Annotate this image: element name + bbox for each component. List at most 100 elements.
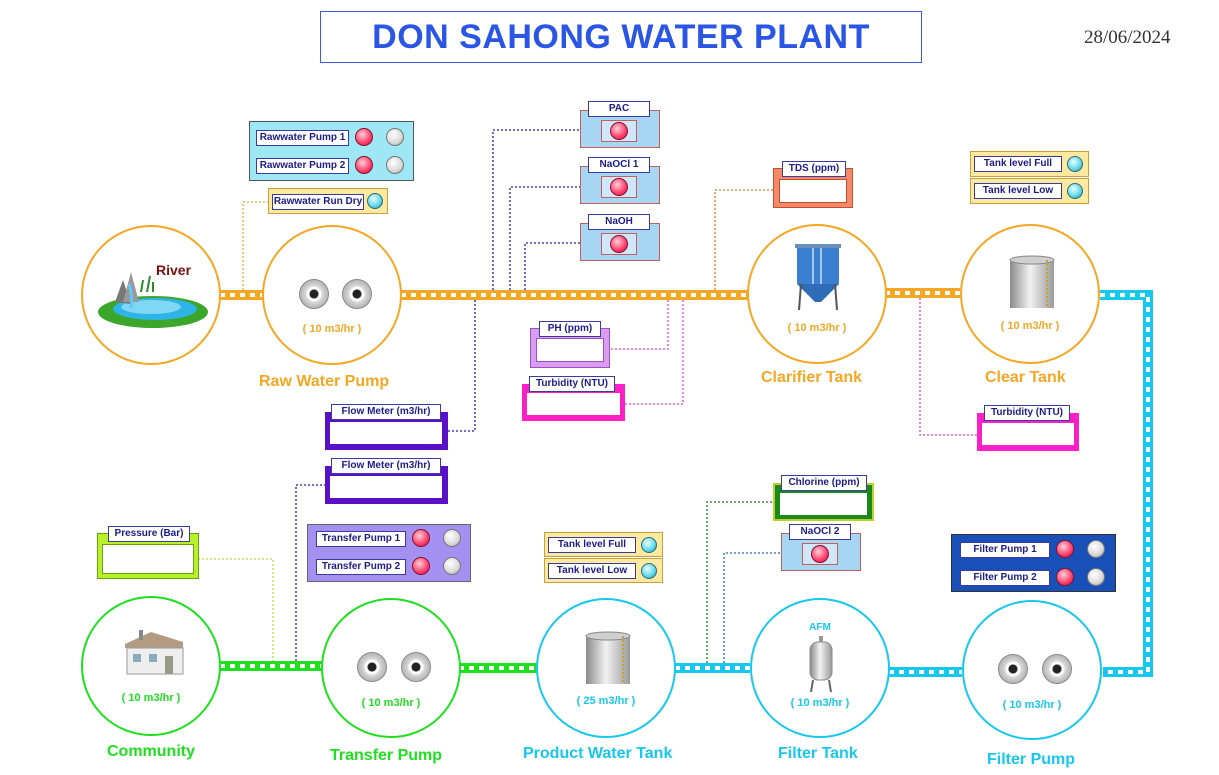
- pump-icon: [299, 279, 329, 309]
- rawwater-pump-2-status-gray[interactable]: [386, 156, 404, 174]
- rawwater-pump-2-label: Rawwater Pump 2: [256, 158, 349, 174]
- chlorine-label: Chlorine (ppm): [781, 475, 867, 491]
- filter-tank-flow: ( 10 m3/hr ): [790, 697, 850, 709]
- rawwater-run-dry-panel: Rawwater Run Dry: [268, 188, 388, 214]
- naocl2-panel: NaOCl 2: [781, 524, 861, 571]
- transfer-pumps-panel: Transfer Pump 1 Transfer Pump 2: [307, 524, 471, 582]
- afm-badge: AFM: [809, 622, 831, 633]
- pac-label: PAC: [588, 101, 650, 117]
- transfer-pump-2-label: Transfer Pump 2: [316, 559, 406, 575]
- filter-pump-2-status-gray[interactable]: [1087, 568, 1105, 586]
- naocl2-indicator-box: [802, 543, 838, 565]
- pac-panel: PAC: [580, 101, 660, 148]
- rawwater-run-dry-indicator[interactable]: [367, 193, 383, 209]
- transfer-pump-1-status-red[interactable]: [412, 529, 430, 547]
- filter-tank-name: Filter Tank: [778, 745, 858, 762]
- clear-tank-level-full-label: Tank level Full: [974, 156, 1062, 172]
- pressure-label: Pressure (Bar): [108, 526, 190, 542]
- ph-panel: PH (ppm): [530, 321, 610, 368]
- naoh-indicator-box: [601, 233, 637, 255]
- clear-tank-level-low-indicator[interactable]: [1067, 183, 1083, 199]
- pressure-panel: Pressure (Bar): [97, 526, 199, 579]
- turbidity-clear-value: [982, 423, 1074, 445]
- product-tank-level-full-label: Tank level Full: [548, 537, 636, 553]
- naocl1-status-indicator[interactable]: [610, 178, 628, 196]
- clear-tank-level-low-label: Tank level Low: [974, 183, 1062, 199]
- naoh-status-indicator[interactable]: [610, 235, 628, 253]
- flow-meter-1-value: [330, 422, 442, 444]
- tds-value: [779, 179, 847, 203]
- flow-meter-2-panel: Flow Meter (m3/hr): [325, 458, 448, 504]
- product-water-tank-icon: [585, 631, 631, 684]
- clear-tank-level-low-panel: Tank level Low: [970, 178, 1089, 204]
- pac-indicator-box: [601, 120, 637, 142]
- filter-pump-2-status-red[interactable]: [1056, 568, 1074, 586]
- raw-water-pump-name: Raw Water Pump: [259, 373, 390, 390]
- filter-pump-1-status-red[interactable]: [1056, 540, 1074, 558]
- flow-meter-1-panel: Flow Meter (m3/hr): [325, 404, 448, 450]
- clarifier-tank-station[interactable]: ( 10 m3/hr ): [747, 224, 887, 364]
- pressure-value: [102, 544, 194, 574]
- rawwater-pump-1-label: Rawwater Pump 1: [256, 130, 349, 146]
- filter-pump-flow: ( 10 m3/hr ): [1002, 699, 1062, 711]
- house-icon: [125, 630, 184, 675]
- transfer-pump-2-status-gray[interactable]: [443, 557, 461, 575]
- product-tank-level-full-indicator[interactable]: [641, 537, 657, 553]
- filter-pump-1-status-gray[interactable]: [1087, 540, 1105, 558]
- transfer-pump-flow: ( 10 m3/hr ): [361, 697, 421, 709]
- naocl2-status-indicator[interactable]: [811, 545, 829, 563]
- page-title: DON SAHONG WATER PLANT: [372, 17, 870, 56]
- filter-pumps-panel: Filter Pump 1 Filter Pump 2: [951, 534, 1116, 592]
- filter-tank-icon: [809, 636, 833, 693]
- chlorine-panel: Chlorine (ppm): [773, 475, 874, 521]
- flow-meter-2-label: Flow Meter (m3/hr): [331, 458, 441, 474]
- transfer-pump-1-label: Transfer Pump 1: [316, 531, 406, 547]
- transfer-pump-2-status-red[interactable]: [412, 557, 430, 575]
- turbidity-raw-value: [527, 393, 620, 415]
- filter-pump-2-label: Filter Pump 2: [960, 570, 1050, 586]
- river-label: River: [156, 262, 192, 278]
- community-station[interactable]: ( 10 m3/hr ): [81, 596, 221, 736]
- ph-label: PH (ppm): [539, 321, 601, 337]
- river-station[interactable]: [81, 225, 221, 365]
- transfer-pump-station[interactable]: ( 10 m3/hr ): [321, 598, 461, 738]
- rawwater-pump-1-status-red[interactable]: [355, 128, 373, 146]
- clear-tank-station[interactable]: ( 10 m3/hr ): [960, 224, 1100, 364]
- transfer-pump-1-status-gray[interactable]: [443, 529, 461, 547]
- clear-tank-name: Clear Tank: [985, 369, 1066, 386]
- clear-tank-level-full-indicator[interactable]: [1067, 156, 1083, 172]
- pump-icon: [357, 652, 387, 682]
- filter-pump-station[interactable]: ( 10 m3/hr ): [962, 600, 1102, 740]
- date-display: 28/06/2024: [1084, 27, 1171, 48]
- flow-meter-2-value: [330, 476, 442, 498]
- clear-tank-icon: [1009, 255, 1055, 308]
- filter-pump-name: Filter Pump: [987, 751, 1076, 768]
- community-flow: ( 10 m3/hr ): [121, 692, 181, 704]
- product-water-tank-station[interactable]: ( 25 m3/hr ): [536, 598, 676, 738]
- ph-value: [536, 338, 604, 362]
- naoh-panel: NaOH: [580, 214, 660, 261]
- product-tank-level-low-panel: Tank level Low: [544, 558, 663, 583]
- rawwater-pump-2-status-red[interactable]: [355, 156, 373, 174]
- clear-tank-flow: ( 10 m3/hr ): [1000, 320, 1060, 332]
- naocl2-label: NaOCl 2: [789, 524, 851, 540]
- pac-status-indicator[interactable]: [610, 122, 628, 140]
- raw-water-pump-station[interactable]: ( 10 m3/hr ): [262, 225, 402, 365]
- naocl1-panel: NaOCl 1: [580, 157, 660, 204]
- product-water-tank-flow: ( 25 m3/hr ): [576, 695, 636, 707]
- filter-tank-station[interactable]: AFM ( 10 m3/hr ): [750, 598, 890, 738]
- product-water-tank-name: Product Water Tank: [523, 745, 673, 762]
- product-tank-level-low-indicator[interactable]: [641, 563, 657, 579]
- flow-meter-1-label: Flow Meter (m3/hr): [331, 404, 441, 420]
- rawwater-pump-1-status-gray[interactable]: [386, 128, 404, 146]
- clarifier-tank-name: Clarifier Tank: [761, 369, 863, 386]
- pump-icon: [1042, 654, 1072, 684]
- naocl1-indicator-box: [601, 176, 637, 198]
- chlorine-value: [780, 493, 867, 515]
- community-name: Community: [107, 743, 195, 760]
- tds-label: TDS (ppm): [782, 161, 846, 177]
- transfer-pump-name: Transfer Pump: [330, 747, 443, 764]
- filter-pump-1-label: Filter Pump 1: [960, 542, 1050, 558]
- pump-icon: [342, 279, 372, 309]
